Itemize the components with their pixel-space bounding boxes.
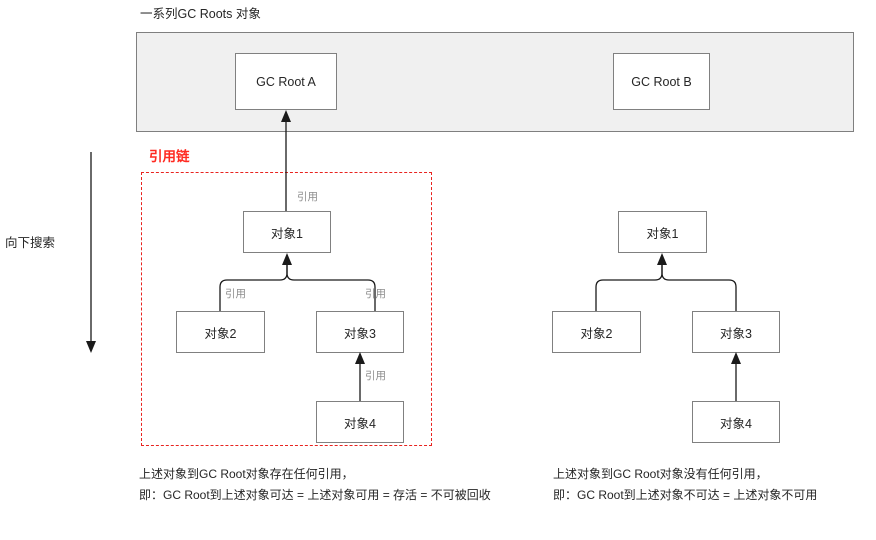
right-edge-obj4-to-obj3 [731, 352, 741, 401]
left-object-2-node[interactable]: 对象2 [176, 311, 265, 353]
right-caption-line-2: 即：GC Root到上述对象不可达 = 上述对象不可用 [553, 488, 818, 502]
downward-search-arrow [86, 152, 96, 353]
right-tree-caption: 上述对象到GC Root对象没有任何引用， 即：GC Root到上述对象不可达 … [553, 464, 817, 506]
left-caption-line-2: 即：GC Root到上述对象可达 = 上述对象可用 = 存活 = 不可被回收 [139, 488, 491, 502]
left-caption-line-1: 上述对象到GC Root对象存在任何引用， [139, 467, 354, 481]
downward-search-label: 向下搜索 [5, 236, 56, 250]
right-object-3-node[interactable]: 对象3 [692, 311, 780, 353]
right-object-4-node[interactable]: 对象4 [692, 401, 780, 443]
left-object-3-node[interactable]: 对象3 [316, 311, 404, 353]
left-tree-caption: 上述对象到GC Root对象存在任何引用， 即：GC Root到上述对象可达 =… [139, 464, 491, 506]
right-object-1-node[interactable]: 对象1 [618, 211, 707, 253]
reference-chain-label: 引用链 [149, 149, 190, 164]
right-edge-children-to-obj1 [595, 253, 737, 311]
right-caption-line-1: 上述对象到GC Root对象没有任何引用， [553, 467, 768, 481]
edge-label-obj1-to-root: 引用 [297, 191, 318, 203]
gc-root-a-node[interactable]: GC Root A [235, 53, 337, 110]
left-object-1-node[interactable]: 对象1 [243, 211, 331, 253]
gc-root-b-node[interactable]: GC Root B [613, 53, 710, 110]
edge-label-obj4-to-obj3: 引用 [365, 370, 386, 382]
gc-roots-title: 一系列GC Roots 对象 [140, 7, 261, 21]
edge-label-obj3-to-obj1: 引用 [365, 288, 386, 300]
edge-label-obj2-to-obj1: 引用 [225, 288, 246, 300]
left-object-4-node[interactable]: 对象4 [316, 401, 404, 443]
right-object-2-node[interactable]: 对象2 [552, 311, 641, 353]
